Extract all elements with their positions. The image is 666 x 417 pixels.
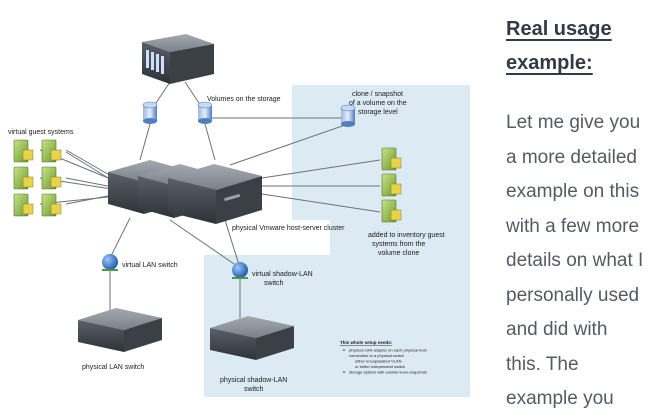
guest-system-icon [41, 166, 62, 190]
snapshot-disk-icon [340, 104, 356, 127]
volume-disk-icon [197, 101, 213, 124]
label-added-guests: systems from the [372, 241, 425, 248]
physical-lan-switch-icon [78, 308, 162, 352]
paragraph-line: with a few more [506, 215, 640, 237]
cloned-guest-icons [381, 147, 402, 223]
setup-note-item: connection to a physical switch [349, 353, 404, 358]
guest-system-icon [13, 166, 34, 190]
guest-system-icon [381, 173, 402, 197]
label-clone-snapshot: storage level [358, 109, 398, 116]
volume-disk-icon [142, 101, 158, 124]
virtual-guest-icons [13, 139, 62, 217]
virtual-shadow-lan-switch-icon [232, 262, 248, 279]
setup-notes: This whole setup needs: physical LAN ada… [340, 340, 427, 375]
label-physical-shadow-lan-switch: physical shadow-LAN [220, 377, 287, 384]
guest-system-icon [13, 139, 34, 163]
label-virtual-lan-switch: virtual LAN switch [122, 262, 178, 269]
label-clone-snapshot: clone / snapshot [352, 91, 403, 98]
paragraph-line: this. The [506, 353, 579, 375]
virtual-lan-switch-icon [102, 254, 118, 271]
label-volumes-on-storage: Volumes on the storage [207, 96, 281, 103]
guest-system-icon [381, 147, 402, 171]
guest-system-icon [41, 193, 62, 217]
section-heading: Real usage example: [506, 12, 666, 80]
paragraph-line: a more detailed [506, 146, 637, 168]
label-added-guests: added to inventory guest [368, 232, 445, 239]
paragraph: Let me give you a more detailed example … [506, 106, 666, 417]
label-clone-snapshot: of a volume on the [349, 100, 407, 107]
paragraph-line: Let me give you [506, 112, 641, 133]
guest-system-icon [13, 193, 34, 217]
paragraph-line: and did with [506, 319, 608, 340]
setup-notes-title: This whole setup needs: [340, 340, 393, 345]
setup-note-item: physical LAN adapter on each physical ho… [349, 348, 427, 353]
label-physical-shadow-lan-switch: switch [244, 386, 264, 393]
network-diagram: Volumes on the storage clone / snapshot … [8, 34, 470, 397]
label-physical-lan-switch: physical LAN switch [82, 364, 144, 371]
label-virtual-guest-systems: virtual guest systems [8, 129, 74, 136]
physical-shadow-lan-switch-icon [210, 316, 294, 360]
paragraph-line: example you [506, 388, 614, 409]
label-added-guests: volume clone [378, 250, 419, 257]
guest-system-icon [381, 199, 402, 223]
setup-note-item: or better independent switch [355, 364, 405, 369]
label-host-cluster: physical Vmware host-server cluster [232, 225, 345, 232]
paragraph-line: details on what I [506, 250, 644, 271]
shadow-zone-background [204, 85, 470, 397]
setup-note-item: storage system with volume level snapsho… [349, 370, 427, 375]
article-text: Real usage example: Let me give you a mo… [506, 12, 666, 417]
section-heading-line: Real usage [506, 18, 612, 40]
setup-note-item: either encapsulated VLAN [355, 359, 402, 364]
section-heading-line: example: [506, 52, 593, 74]
storage-array-icon [142, 34, 214, 84]
guest-system-icon [41, 139, 62, 163]
label-virtual-shadow-lan-switch: switch [264, 280, 284, 287]
host-server-icon [168, 164, 262, 224]
label-virtual-shadow-lan-switch: virtual shadow-LAN [252, 271, 313, 278]
paragraph-line: example on this [506, 181, 640, 202]
paragraph-line: personally used [506, 284, 640, 306]
